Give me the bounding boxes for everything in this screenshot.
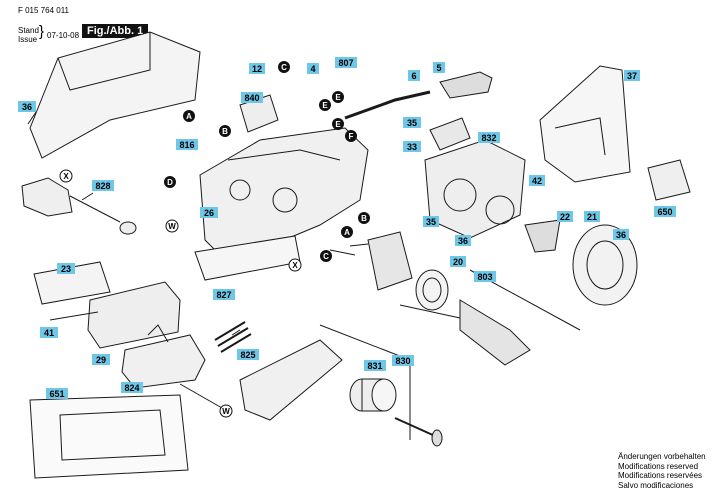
marker-a: A bbox=[186, 112, 192, 121]
callout-label: 651 bbox=[49, 389, 64, 399]
callout-label: 4 bbox=[310, 64, 315, 74]
marker-e: E bbox=[335, 93, 341, 102]
marker-a: A bbox=[344, 228, 350, 237]
callout-label: 35 bbox=[426, 217, 436, 227]
marker-x: X bbox=[63, 172, 69, 181]
callout-label: 825 bbox=[240, 350, 255, 360]
callout-label: 827 bbox=[216, 290, 231, 300]
callout-label: 36 bbox=[18, 101, 36, 112]
brace: } bbox=[39, 23, 45, 40]
callout-label: 36 bbox=[22, 102, 32, 112]
callout-label: 5 bbox=[436, 63, 441, 73]
stand-label: Stand bbox=[18, 26, 39, 35]
callout-label: 840 bbox=[244, 93, 259, 103]
callout-label: 42 bbox=[532, 176, 542, 186]
figure-label: Fig./Abb. 1 bbox=[82, 24, 149, 38]
callout-label: 37 bbox=[627, 71, 637, 81]
marker-b: B bbox=[222, 127, 228, 136]
callout-label: 29 bbox=[96, 355, 106, 365]
callout-label: 26 bbox=[204, 208, 214, 218]
callout-label: 803 bbox=[477, 272, 492, 282]
callout-label: 830 bbox=[395, 356, 410, 366]
note-line: Modifications reservées bbox=[618, 471, 703, 480]
callout-label: 36 bbox=[616, 230, 626, 240]
callout-label: 824 bbox=[124, 383, 139, 393]
callout-label: 35 bbox=[407, 118, 417, 128]
marker-x: X bbox=[292, 261, 298, 270]
marker-e: E bbox=[322, 101, 328, 110]
note-line: Änderungen vorbehalten bbox=[618, 452, 706, 461]
callout-label: 831 bbox=[367, 361, 382, 371]
callout-label: 22 bbox=[560, 212, 570, 222]
callout-label: 807 bbox=[338, 58, 353, 68]
marker-w: W bbox=[222, 407, 230, 416]
callout-label: 828 bbox=[95, 181, 110, 191]
callout-label: 6 bbox=[411, 71, 416, 81]
callout-label: 12 bbox=[252, 64, 262, 74]
note-line: Modifications reserved bbox=[618, 461, 699, 471]
callout-label: 33 bbox=[407, 142, 417, 152]
callout-label: 23 bbox=[61, 264, 71, 274]
callout-label: 20 bbox=[453, 257, 463, 267]
callout-label: 21 bbox=[587, 212, 597, 222]
marker-c: C bbox=[281, 63, 287, 72]
doc-number: F 015 764 011 bbox=[18, 6, 70, 15]
callout-label: 832 bbox=[481, 133, 496, 143]
callout-label: 816 bbox=[179, 140, 194, 150]
marker-e: E bbox=[335, 120, 341, 129]
issue-date: 07-10-08 bbox=[47, 31, 80, 40]
marker-d: D bbox=[167, 178, 173, 187]
marker-f: F bbox=[349, 132, 354, 141]
callout-label: 36 bbox=[458, 236, 468, 246]
marker-w: W bbox=[168, 222, 176, 231]
marker-c: C bbox=[323, 252, 329, 261]
marker-b: B bbox=[361, 214, 367, 223]
modification-notes: Änderungen vorbehalten Modifications res… bbox=[618, 452, 706, 490]
callout-label: 41 bbox=[44, 328, 54, 338]
note-line: Salvo modificaciones bbox=[618, 480, 694, 490]
issue-label: Issue bbox=[18, 35, 38, 44]
callout-label: 650 bbox=[657, 207, 672, 217]
